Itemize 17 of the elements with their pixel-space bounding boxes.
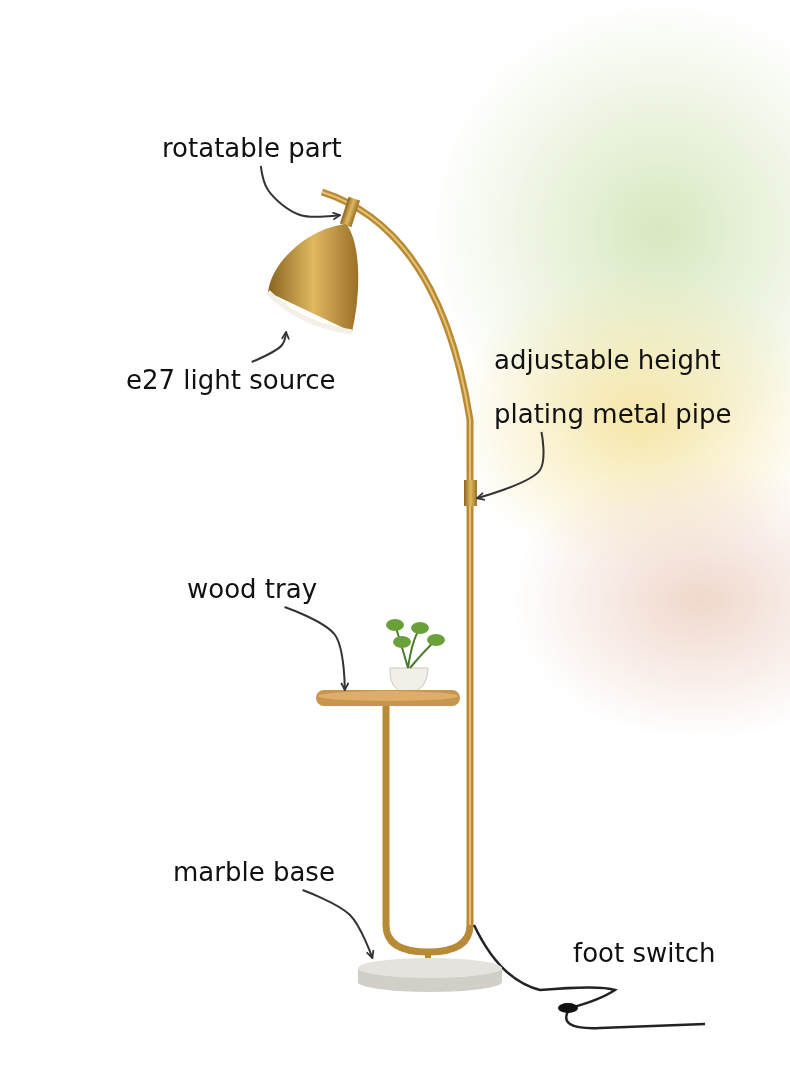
callout-label: e27 light source xyxy=(126,364,336,396)
leader-arrow xyxy=(250,331,290,363)
callout-label: plating metal pipe xyxy=(494,398,732,430)
callout-label: adjustable height xyxy=(494,344,721,376)
callout-label: rotatable part xyxy=(162,132,342,164)
wood-tray xyxy=(316,690,460,706)
callout-label: marble base xyxy=(173,856,335,888)
callout-label: wood tray xyxy=(187,573,318,605)
callout-label: foot switch xyxy=(573,937,716,969)
lamp-shade xyxy=(266,224,359,335)
leader-arrow xyxy=(476,431,545,501)
swivel-joint xyxy=(339,196,361,228)
leader-arrow xyxy=(259,165,341,221)
pipe-joint xyxy=(464,480,477,506)
leader-arrow xyxy=(301,889,375,959)
marble-base xyxy=(358,958,502,992)
leader-arrow xyxy=(283,606,350,691)
